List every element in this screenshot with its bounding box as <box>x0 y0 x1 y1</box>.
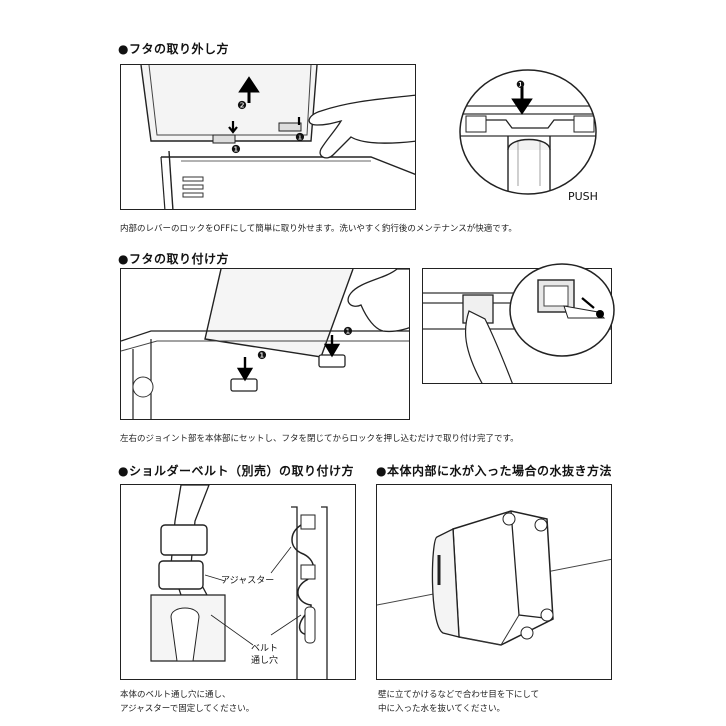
lid-removal-caption: 内部のレバーのロックをOFFにして簡単に取り外せます。洗いやすく釣行後のメンテナ… <box>120 224 517 234</box>
drain-illustration <box>376 484 612 680</box>
adjuster-label: アジャスター <box>221 576 275 586</box>
lid-attach-illustration: ❶ ❶ <box>120 268 410 420</box>
belt-adjuster-drawing <box>150 485 328 679</box>
drain-heading: ●本体内部に水が入った場合の水抜き方法 <box>376 464 612 478</box>
attach-step-1-left: ❶ <box>257 349 267 362</box>
step-2-marker: ❷ <box>237 99 247 112</box>
lock-close-up-circle <box>508 262 616 358</box>
lid-attach-caption: 左右のジョイント部を本体部にセットし、フタを閉じてからロックを押し込むだけで取り… <box>120 434 519 444</box>
shoulder-belt-heading: ●ショルダーベルト（別売）の取り付け方 <box>118 464 354 478</box>
cooler-open-lid-drawing <box>140 65 415 209</box>
shoulder-belt-caption-1: 本体のベルト通し穴に通し、 <box>120 690 231 700</box>
step-1-marker-left: ❶ <box>231 143 241 156</box>
drain-caption-2: 中に入った水を抜いてください。 <box>378 704 505 714</box>
cooler-lid-set-drawing <box>121 269 409 419</box>
cooler-tilted-drawing <box>377 510 611 646</box>
lid-attach-heading: ●フタの取り付け方 <box>118 252 229 266</box>
drain-caption-1: 壁に立てかけるなどで合わせ目を下にして <box>378 690 540 700</box>
step-1-marker-detail: ❶ <box>516 80 525 91</box>
lock-detail-circle: ❶ <box>456 66 606 196</box>
belt-hole-label-1: ベルト <box>251 644 279 654</box>
push-label: PUSH <box>568 190 598 203</box>
shoulder-belt-illustration: アジャスター ベルト 通し穴 <box>120 484 356 680</box>
belt-hole-label-2: 通し穴 <box>251 656 279 666</box>
step-1-marker-right: ❶ <box>295 131 305 144</box>
attach-step-1-right: ❶ <box>343 325 353 338</box>
lock-close-up-drawing <box>509 263 615 357</box>
push-lock-detail-drawing <box>459 69 597 195</box>
lid-removal-illustration: ❷ ❶ ❶ <box>120 64 416 210</box>
lid-removal-heading: ●フタの取り外し方 <box>118 42 229 56</box>
shoulder-belt-caption-2: アジャスターで固定してください。 <box>120 704 255 714</box>
